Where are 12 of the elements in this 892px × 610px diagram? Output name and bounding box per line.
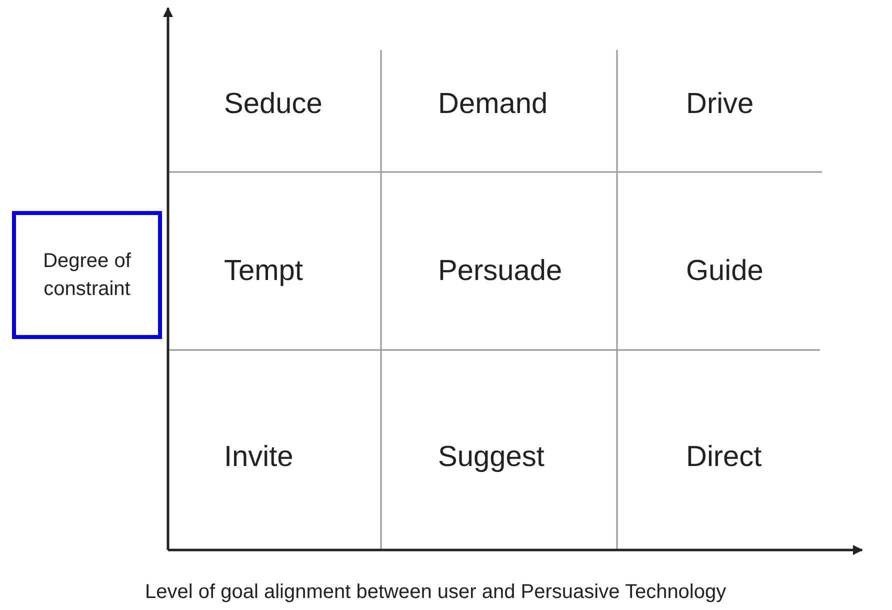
axis-label: Level of goal alignment between user and Persuasive Technology bbox=[145, 581, 726, 604]
cell-label: Drive bbox=[686, 87, 754, 121]
cell-label: Direct bbox=[686, 440, 762, 474]
cell-label: Demand bbox=[438, 87, 548, 121]
cell-label: Tempt bbox=[224, 254, 303, 288]
highlight-box bbox=[12, 211, 162, 339]
cell-label: Seduce bbox=[224, 87, 322, 121]
cell-label: Suggest bbox=[438, 440, 544, 474]
cell-label: Persuade bbox=[438, 254, 562, 288]
cell-label: Guide bbox=[686, 254, 764, 288]
cell-label: Invite bbox=[224, 440, 294, 474]
axis-label: Degree of constraint bbox=[42, 249, 132, 302]
